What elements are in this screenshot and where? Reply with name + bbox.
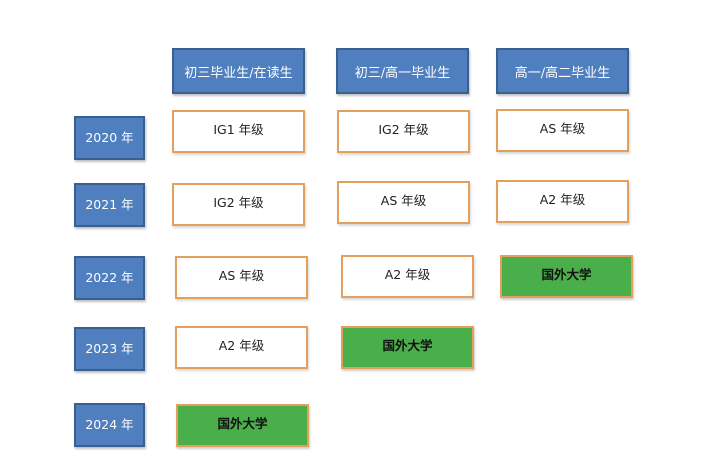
col2-2021-cell: AS 年级	[337, 181, 470, 224]
header-col3: 高一/高二毕业生	[496, 48, 629, 94]
col1-2022-cell: AS 年级	[175, 256, 308, 299]
col3-2021-cell: A2 年级	[496, 180, 629, 223]
year-2024: 2024 年	[74, 403, 145, 447]
col2-2022-cell: A2 年级	[341, 255, 474, 298]
year-2023: 2023 年	[74, 327, 145, 371]
col1-2021-cell: IG2 年级	[172, 183, 305, 226]
col1-2020-cell: IG1 年级	[172, 110, 305, 153]
col1-2023-cell: A2 年级	[175, 326, 308, 369]
col3-2020-cell: AS 年级	[496, 109, 629, 152]
header-col2: 初三/高一毕业生	[336, 48, 469, 94]
year-2021: 2021 年	[74, 183, 145, 227]
year-2022: 2022 年	[74, 256, 145, 300]
col2-2023-university: 国外大学	[341, 326, 474, 369]
col2-2020-cell: IG2 年级	[337, 110, 470, 153]
col3-2022-university: 国外大学	[500, 255, 633, 298]
header-col1: 初三毕业生/在读生	[172, 48, 305, 94]
col1-2024-university: 国外大学	[176, 404, 309, 447]
year-2020: 2020 年	[74, 116, 145, 160]
